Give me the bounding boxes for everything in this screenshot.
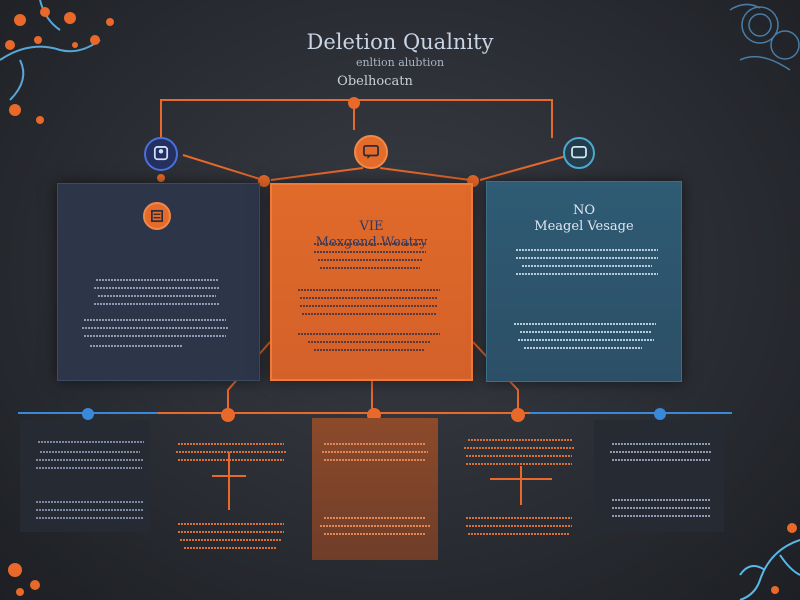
right-link-line: [479, 154, 571, 181]
center-panel-subtitle: Mexgend Weatry: [315, 235, 428, 250]
chat-icon: [354, 135, 388, 169]
center-panel-text: [298, 243, 440, 351]
timeline-column-1-text: [36, 441, 144, 519]
timeline-column-5: [594, 420, 724, 532]
center-panel-title: VIE: [359, 219, 384, 234]
root-node-label: Obelhocatn: [337, 74, 413, 89]
decorative-blue-flourish-bottom-right: [739, 523, 800, 600]
decorative-blue-swirl-top-right: [729, 3, 800, 71]
diagram-subtitle: enltion alubtion: [355, 56, 445, 69]
center-left-link-line: [270, 167, 364, 181]
right-panel-text: [514, 249, 658, 349]
right-panel-title: NO: [572, 203, 596, 218]
user-icon: [144, 137, 178, 171]
monitor-icon: [563, 137, 595, 169]
center-panel: VIE Mexgend Weatry: [270, 183, 473, 381]
center-right-link-line: [379, 167, 471, 181]
document-icon: [143, 202, 171, 230]
timeline-column-1: [20, 420, 150, 532]
left-link-line: [182, 154, 264, 181]
timeline-column-5-text: [610, 443, 712, 517]
timeline-column-4-text: [464, 439, 574, 535]
decorative-orange-flourish-bottom-left: [8, 563, 40, 596]
left-panel-text: [82, 279, 228, 347]
diagram-title: Deletion Qualnity: [306, 30, 494, 54]
right-panel-subtitle: Meagel Vesage: [534, 219, 634, 234]
timeline-column-3: [312, 418, 438, 560]
decorative-orange-flourish-top-left: [0, 0, 114, 124]
timeline-column-2-text: [176, 443, 286, 549]
timeline-column-3-text: [320, 443, 430, 535]
